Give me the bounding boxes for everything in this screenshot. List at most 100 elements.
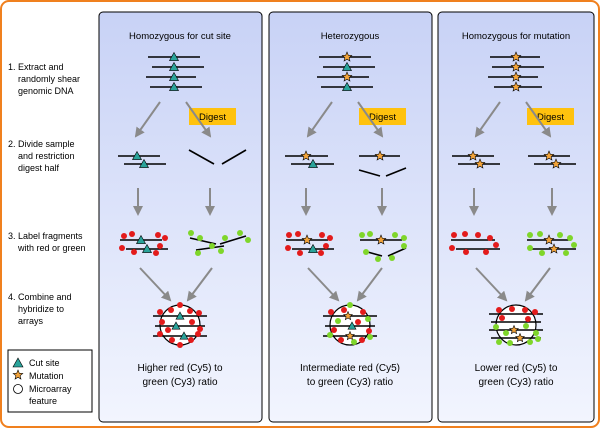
svg-text:digest half: digest half xyxy=(18,163,60,173)
red-label-dot xyxy=(286,232,292,238)
green-label-dot xyxy=(327,332,333,338)
column-title-2: Heterozygous xyxy=(321,31,380,42)
green-label-dot xyxy=(195,250,201,256)
red-label-dot xyxy=(297,250,303,256)
red-label-dot xyxy=(487,235,493,241)
red-label-dot xyxy=(451,232,457,238)
red-label-dot xyxy=(157,331,163,337)
svg-text:arrays: arrays xyxy=(18,316,44,326)
green-label-dot xyxy=(496,339,502,345)
mutation-icon xyxy=(510,71,522,82)
red-label-dot xyxy=(462,231,468,237)
mutation-icon xyxy=(301,234,313,245)
cut-site-icon xyxy=(138,158,150,168)
legend-mutation-icon xyxy=(12,369,24,380)
red-label-dot xyxy=(157,243,163,249)
mutation-icon xyxy=(344,330,356,341)
cut-site-icon xyxy=(135,234,147,244)
legend-box xyxy=(7,349,93,413)
step-label-2: 2. Divide sample and restriction digest … xyxy=(8,139,75,173)
green-label-dot xyxy=(537,231,543,237)
dna-fragment xyxy=(387,247,407,257)
green-label-dot xyxy=(401,243,407,249)
svg-text:randomly shear: randomly shear xyxy=(18,74,80,84)
red-label-dot xyxy=(331,327,337,333)
cut-site-icon xyxy=(168,51,180,61)
dna-fragment xyxy=(385,167,407,177)
flow-arrow xyxy=(307,267,340,302)
green-label-dot xyxy=(188,230,194,236)
flow-arrow xyxy=(474,101,501,138)
red-label-dot xyxy=(341,307,347,313)
svg-text:Intermediate red (Cy5): Intermediate red (Cy5) xyxy=(300,363,400,374)
mutation-icon xyxy=(510,61,522,72)
svg-text:green (Cy3) ratio: green (Cy3) ratio xyxy=(142,377,217,388)
cut-site-icon xyxy=(347,321,357,330)
red-label-dot xyxy=(195,331,201,337)
svg-text:and restriction: and restriction xyxy=(18,151,75,161)
green-label-dot xyxy=(351,339,357,345)
green-label-dot xyxy=(359,232,365,238)
mutation-icon xyxy=(510,51,522,62)
red-label-dot xyxy=(532,309,538,315)
red-label-dot xyxy=(525,316,531,322)
dna-fragment xyxy=(358,169,381,177)
red-label-dot xyxy=(366,328,372,334)
svg-text:Digest: Digest xyxy=(369,112,396,123)
red-label-dot xyxy=(328,309,334,315)
cut-site-icon xyxy=(341,81,353,91)
red-label-dot xyxy=(197,326,203,332)
red-label-dot xyxy=(319,232,325,238)
mutation-icon xyxy=(341,71,353,82)
green-label-dot xyxy=(527,232,533,238)
mutation-icon xyxy=(300,150,312,161)
red-label-dot xyxy=(522,307,528,313)
svg-text:2. Divide sample: 2. Divide sample xyxy=(8,139,75,149)
red-label-dot xyxy=(121,233,127,239)
ratio-text-3: Lower red (Cy5) to green (Cy3) ratio xyxy=(475,363,558,388)
svg-text:Digest: Digest xyxy=(537,112,564,123)
svg-text:Higher red (Cy5) to: Higher red (Cy5) to xyxy=(137,363,222,374)
cut-site-icon xyxy=(341,61,353,71)
dna-fragment xyxy=(188,149,215,165)
ratio-text-2: Intermediate red (Cy5) to green (Cy3) ra… xyxy=(300,363,400,388)
mutation-icon xyxy=(510,81,522,92)
green-label-dot xyxy=(523,323,529,329)
digest-box-2: Digest xyxy=(359,108,406,125)
legend-label-microarray: Microarray xyxy=(29,384,72,394)
flow-arrow xyxy=(357,101,384,138)
mutation-icon xyxy=(341,51,353,62)
red-label-dot xyxy=(483,249,489,255)
red-label-dot xyxy=(157,309,163,315)
green-label-dot xyxy=(363,249,369,255)
digest-box-1: Digest xyxy=(189,108,236,125)
svg-text:1. Extract and: 1. Extract and xyxy=(8,62,64,72)
green-label-dot xyxy=(335,318,341,324)
red-label-dot xyxy=(493,242,499,248)
cut-site-icon xyxy=(168,71,180,81)
green-label-dot xyxy=(507,340,513,346)
flow-arrow xyxy=(134,101,161,138)
step-label-1: 1. Extract and randomly shear genomic DN… xyxy=(8,62,80,96)
cut-site-icon xyxy=(179,331,189,340)
dna-fragment xyxy=(219,235,247,245)
legend-label-cut-site: Cut site xyxy=(29,358,60,368)
green-label-dot xyxy=(533,330,539,336)
red-label-dot xyxy=(159,319,165,325)
dna-fragment xyxy=(221,149,247,165)
svg-text:Lower red (Cy5) to: Lower red (Cy5) to xyxy=(475,363,558,374)
green-label-dot xyxy=(392,232,398,238)
panel-heterozygous xyxy=(268,11,433,423)
red-label-dot xyxy=(168,307,174,313)
red-label-dot xyxy=(475,232,481,238)
red-label-dot xyxy=(355,319,361,325)
mutation-icon xyxy=(543,234,555,245)
green-label-dot xyxy=(375,256,381,262)
green-label-dot xyxy=(401,235,407,241)
green-label-dot xyxy=(367,334,373,340)
mutation-icon xyxy=(514,332,526,343)
mutation-icon xyxy=(508,324,520,335)
svg-text:to green (Cy3) ratio: to green (Cy3) ratio xyxy=(307,377,394,388)
svg-text:with red or green: with red or green xyxy=(17,243,86,253)
